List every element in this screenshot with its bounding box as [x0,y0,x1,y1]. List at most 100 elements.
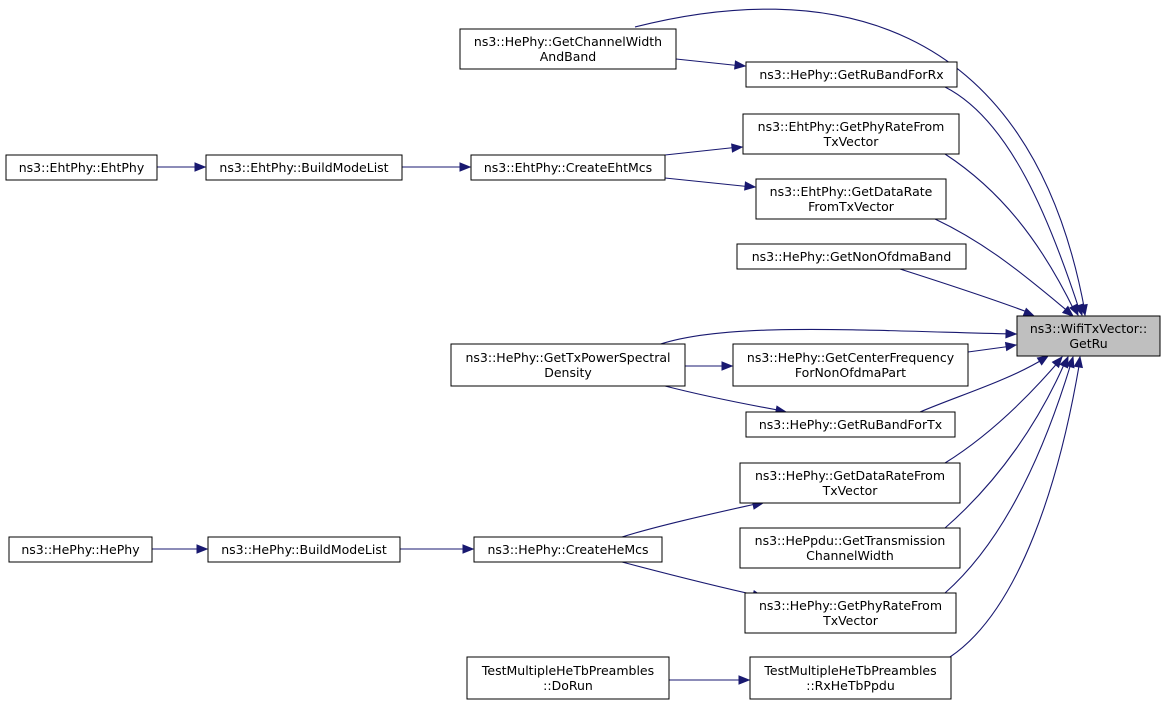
call-edge [675,58,743,67]
arrowhead [744,181,757,191]
node-label: ns3::HePhy::GetRuBandForTx [759,417,942,432]
call-edge [664,177,753,188]
arrowhead [1036,355,1050,366]
arrowhead [1069,303,1079,317]
arrowhead [738,675,751,685]
node-box [450,343,686,387]
arrowhead [194,162,207,172]
node-label: TestMultipleHeTbPreambles [763,663,936,678]
node-label: TxVector [822,483,879,498]
node-box [466,656,670,700]
node-he-build-mode-list[interactable]: ns3::HePhy::BuildModeList [207,536,401,563]
node-label: TxVector [823,134,880,149]
node-label: ns3::EhtPhy::CreateEhtMcs [484,160,652,175]
node-label: ns3::HePhy::GetNonOfdmaBand [752,249,952,264]
node-label: ns3::HePhy::GetRuBandForRx [759,67,943,82]
node-get-center-frequency-for-non-ofdma-part[interactable]: ns3::HePhy::GetCenterFrequencyForNonOfdm… [732,343,969,387]
node-label: ::RxHeTbPpdu [806,678,895,693]
node-create-eht-mcs[interactable]: ns3::EhtPhy::CreateEhtMcs [470,154,666,181]
call-graph-nodes: ns3::WifiTxVector::GetRuns3::HePhy::GetC… [5,28,1161,700]
node-get-ru-band-for-rx[interactable]: ns3::HePhy::GetRuBandForRx [745,61,958,88]
node-label: ns3::HePhy::GetDataRateFrom [755,468,945,483]
node-he-phy[interactable]: ns3::HePhy::HePhy [8,536,153,563]
call-edge [621,502,761,538]
node-label: TxVector [822,613,879,628]
node-label: ForNonOfdmaPart [795,365,906,380]
node-eht-build-mode-list[interactable]: ns3::EhtPhy::BuildModeList [205,154,403,181]
call-edge [621,561,761,597]
call-edge [944,153,1076,313]
node-box [473,536,663,563]
arrowhead [462,544,475,554]
node-box [5,154,158,181]
node-eht-phy[interactable]: ns3::EhtPhy::EhtPhy [5,154,158,181]
node-box [745,411,956,438]
node-box [1016,315,1161,357]
node-label: Density [544,365,592,380]
call-edge [664,146,740,156]
arrowhead [1061,305,1075,317]
node-box [207,536,401,563]
call-edge [664,385,784,412]
node-rx-he-tb-ppdu[interactable]: TestMultipleHeTbPreambles::RxHeTbPpdu [749,656,952,700]
node-label: ns3::WifiTxVector:: [1030,321,1147,336]
node-label: ns3::HePhy::GetCenterFrequency [747,350,955,365]
node-get-ru-band-for-tx[interactable]: ns3::HePhy::GetRuBandForTx [745,411,956,438]
node-box [205,154,403,181]
node-box [8,536,153,563]
arrowhead [1051,355,1063,369]
node-label: ChannelWidth [806,548,894,563]
node-get-non-ofdma-band[interactable]: ns3::HePhy::GetNonOfdmaBand [736,243,967,270]
node-box [742,113,960,155]
call-graph-edges [152,8,1088,685]
node-box [745,61,958,88]
arrowhead [459,162,472,172]
call-edge [899,268,1031,314]
node-box [739,527,961,569]
node-label: ns3::HePhy::GetTxPowerSpectral [466,350,671,365]
node-label: GetRu [1069,336,1107,351]
node-box [459,28,677,70]
node-label: ns3::HePhy::CreateHeMcs [487,542,648,557]
node-label: TestMultipleHeTbPreambles [481,663,654,678]
arrowhead [1004,341,1018,352]
call-edge [944,359,1073,594]
arrowhead [734,60,747,70]
call-edge [654,328,1013,347]
node-label: ns3::EhtPhy::EhtPhy [19,160,145,175]
node-label: ns3::HePhy::BuildModeList [221,542,387,557]
node-root[interactable]: ns3::WifiTxVector::GetRu [1016,315,1161,357]
arrowhead [1073,355,1083,369]
node-box [744,592,957,634]
call-edge [934,218,1071,314]
call-edge [944,86,1081,313]
node-do-run[interactable]: TestMultipleHeTbPreambles::DoRun [466,656,670,700]
call-edge [944,359,1061,464]
node-create-he-mcs[interactable]: ns3::HePhy::CreateHeMcs [473,536,663,563]
node-label: ns3::HePhy::GetChannelWidth [474,34,662,49]
node-box [732,343,969,387]
node-label: ns3::EhtPhy::GetPhyRateFrom [758,119,945,134]
node-label: FromTxVector [808,199,895,214]
call-edge [634,8,1086,313]
call-edge [919,357,1046,413]
node-label: ns3::EhtPhy::BuildModeList [219,160,388,175]
node-label: ns3::EhtPhy::GetDataRate [770,184,933,199]
node-label: ::DoRun [543,678,593,693]
arrowhead [1065,355,1075,369]
arrowhead [1022,307,1036,317]
node-label: AndBand [540,49,597,64]
call-edge [949,359,1081,658]
node-box [755,178,947,220]
arrowhead [196,544,209,554]
call-edge [967,345,1013,353]
node-label: ns3::HePhy::HePhy [21,542,140,557]
